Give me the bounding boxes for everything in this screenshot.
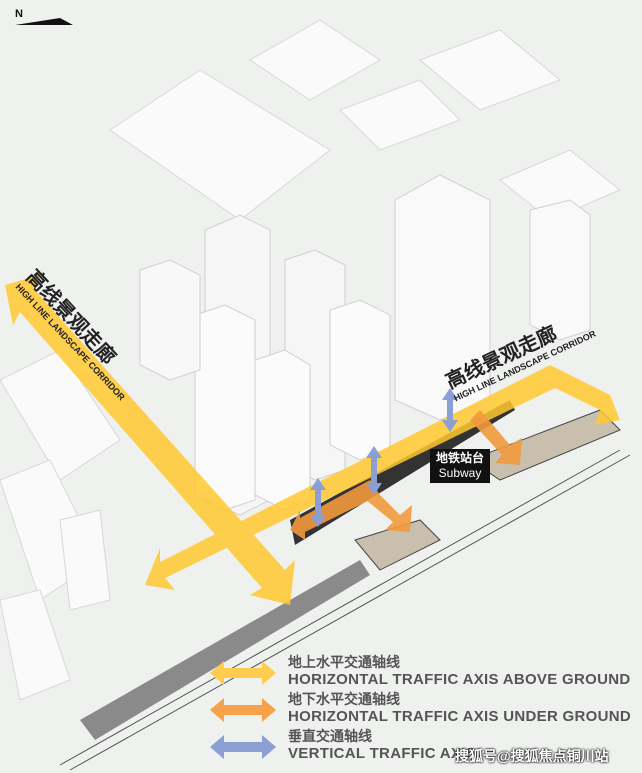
double-arrow-orange-icon [210, 698, 276, 722]
subway-station-label: 地铁站台 Subway [430, 449, 491, 483]
towers [139, 174, 591, 516]
underground-axis-arrows [290, 410, 522, 540]
legend-en: HORIZONTAL TRAFFIC AXIS UNDER GROUND [288, 708, 632, 725]
subway-en: Subway [438, 466, 482, 480]
compass: N [15, 8, 73, 25]
legend-item-under-ground: 地下水平交通轴线 HORIZONTAL TRAFFIC AXIS UNDER G… [210, 692, 631, 729]
double-arrow-blue-icon [210, 735, 276, 759]
above-ground-axis-arrow-left [5, 275, 295, 605]
legend-item-vertical: 垂直交通轴线 VERTICAL TRAFFIC AXIS [210, 729, 631, 766]
north-arrow-icon [15, 18, 73, 25]
north-label: N [15, 8, 23, 20]
legend-cn: 地下水平交通轴线 [288, 692, 400, 708]
context-buildings [0, 19, 621, 701]
legend-item-above-ground: 地上水平交通轴线 HORIZONTAL TRAFFIC AXIS ABOVE G… [210, 655, 631, 692]
legend-en: VERTICAL TRAFFIC AXIS [288, 745, 476, 762]
yellow-corridor-arrows [5, 275, 620, 605]
above-ground-axis-arrow-right [145, 365, 620, 590]
legend-cn: 地上水平交通轴线 [288, 655, 400, 671]
double-arrow-yellow-icon [210, 661, 276, 685]
legend: 地上水平交通轴线 HORIZONTAL TRAFFIC AXIS ABOVE G… [210, 655, 631, 766]
legend-cn: 垂直交通轴线 [288, 729, 372, 745]
watermark: 搜狐号@搜狐焦点铜川站 [455, 748, 609, 764]
vertical-axis-arrows [310, 388, 458, 527]
subway-cn: 地铁站台 [436, 451, 485, 465]
train-track [59, 449, 631, 771]
legend-en: HORIZONTAL TRAFFIC AXIS ABOVE GROUND [288, 671, 631, 688]
